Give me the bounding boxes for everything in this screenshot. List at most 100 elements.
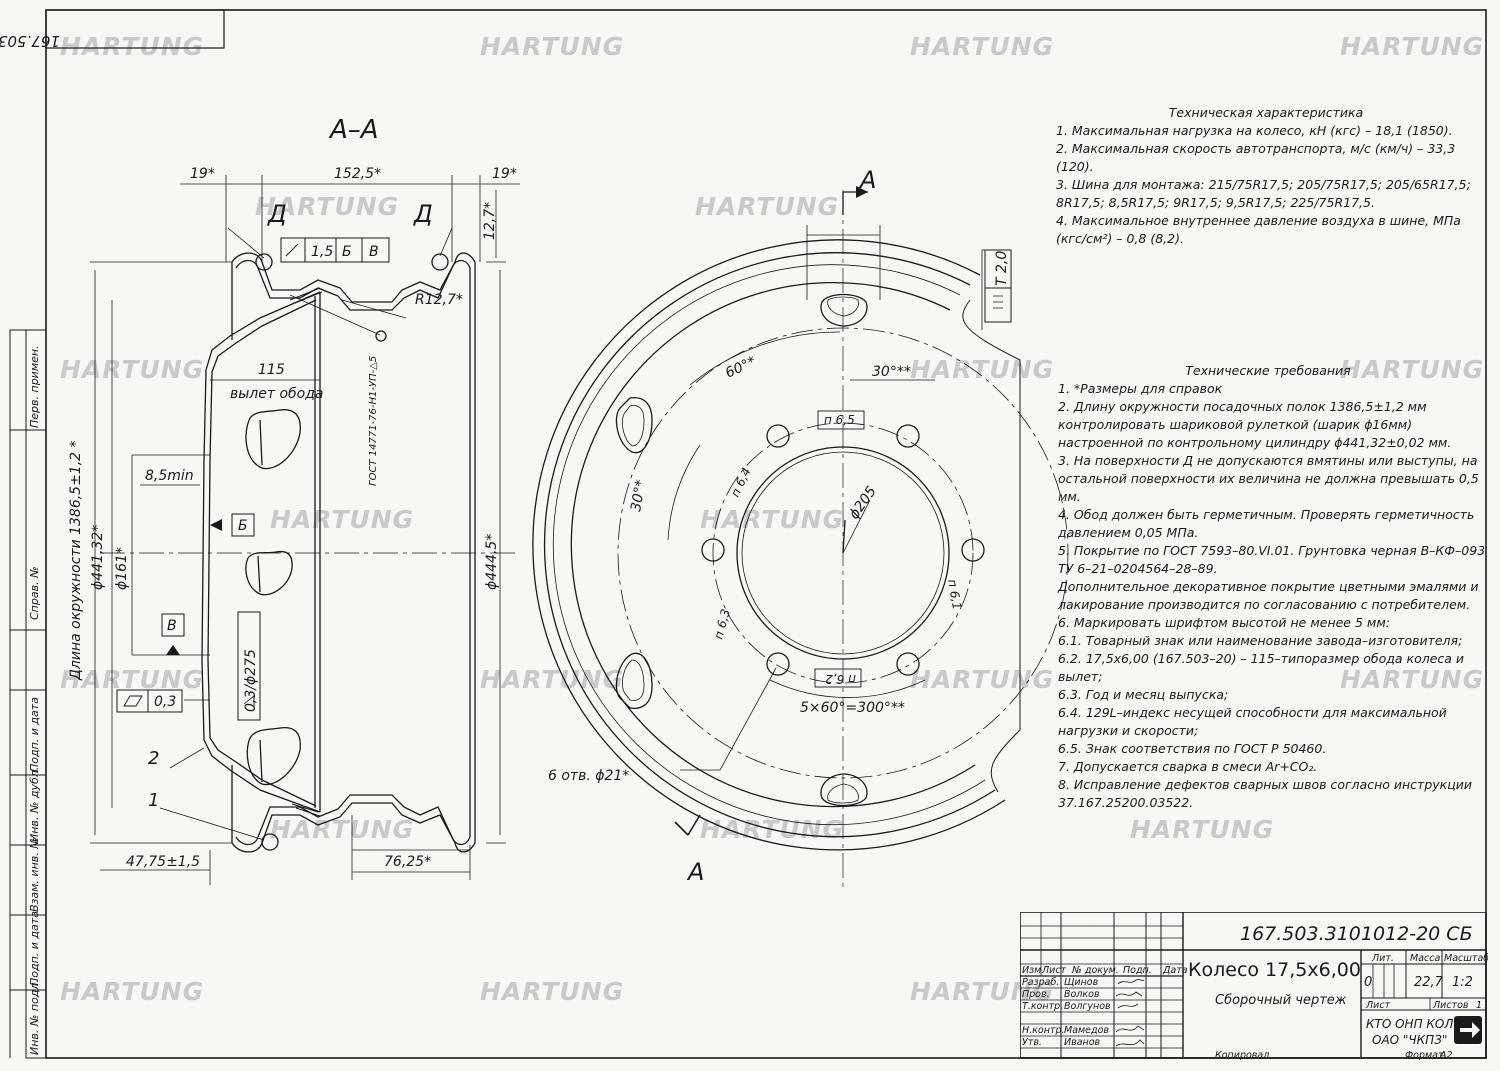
surface-d-left: Д: [267, 200, 287, 228]
tech-req-line: настроенной по контрольному цилиндру ϕ44…: [1058, 435, 1452, 450]
part-1: 1: [148, 790, 159, 811]
tb-person: Мамедов: [1064, 1025, 1109, 1036]
lit-value: 0: [1364, 975, 1372, 990]
tech-char-title: Техническая характеристика: [1168, 105, 1364, 120]
tech-char-line: (кгс/см²) – 0,8 (8,2).: [1056, 231, 1184, 246]
thickness-t20: Т 2,0: [994, 251, 1010, 286]
cut-a-top: А: [858, 166, 876, 194]
scale-value: 1:2: [1452, 975, 1473, 990]
watermark: HARTUNG: [1130, 815, 1274, 844]
tech-char-line: 2. Максимальная скорость автотранспорта,…: [1056, 141, 1456, 156]
sheet-frame: [9, 9, 1487, 1059]
tech-req-line: давлением 0,05 МПа.: [1058, 525, 1199, 540]
mass-header: Масса: [1410, 953, 1440, 964]
tech-req-line: 37.167.25200.03522.: [1058, 795, 1194, 810]
dim-19-right: 19*: [492, 166, 517, 182]
weld-gost: ГОСТ 14771-76-Н1-УП-△5: [368, 356, 379, 486]
tech-req-line: 8. Исправление дефектов сварных швов сог…: [1058, 777, 1472, 792]
tb-head-izm: Изм.: [1022, 965, 1044, 976]
watermark: HARTUNG: [255, 192, 399, 221]
vylet-label: вылет обода: [230, 386, 324, 402]
tech-req-line: 5. Покрытие по ГОСТ 7593–80.VI.01. Грунт…: [1058, 543, 1486, 558]
side-label: Инв. № дубл.: [28, 767, 41, 842]
watermark: HARTUNG: [270, 505, 414, 534]
tb-person: Волгунов: [1064, 1001, 1111, 1012]
tech-char-line: 8R17,5; 8,5R17,5; 9R17,5; 9,5R17,5; 225/…: [1056, 195, 1375, 210]
dim-19-left: 19*: [190, 166, 215, 182]
tb-role: Разраб.: [1022, 977, 1059, 988]
tb-head-podp: Подп.: [1123, 965, 1152, 976]
tech-req-line: остальной поверхности их величина не дол…: [1058, 471, 1479, 486]
watermark: HARTUNG: [910, 665, 1054, 694]
watermark: HARTUNG: [1340, 32, 1484, 61]
tech-characteristics: Техническая характеристика 1. Максимальн…: [1056, 104, 1476, 248]
tb-role: Н.контр.: [1022, 1025, 1065, 1036]
pos-6-2: п 6,2: [825, 672, 856, 686]
tech-req-line: 6. Маркировать шрифтом высотой не менее …: [1058, 615, 1390, 630]
tech-req-line: контролировать шариковой рулеткой (шарик…: [1058, 417, 1413, 432]
tech-char-line: 4. Максимальное внутреннее давление возд…: [1056, 213, 1461, 228]
lit-header: Лит.: [1371, 953, 1394, 964]
watermark: HARTUNG: [910, 32, 1054, 61]
section-labels: А–А 19* 152,5* 19* 12,7* Д Д 1,5 Б В R12…: [68, 115, 517, 870]
surface-d-right: Д: [413, 200, 433, 228]
datum-triangle-v: [166, 645, 180, 655]
tech-req-line: лакирование производится по согласованию…: [1058, 597, 1471, 612]
tech-req-line: мм.: [1058, 489, 1081, 504]
sheets-label: Листов: [1432, 1000, 1469, 1011]
section-view: [90, 175, 520, 885]
cut-arrow-top: [856, 186, 868, 198]
watermark: HARTUNG: [480, 32, 624, 61]
tb-role: Т.контр.: [1022, 1001, 1063, 1012]
tech-req-line: 6.1. Товарный знак или наименование заво…: [1058, 633, 1463, 648]
tech-char-line: 1. Максимальная нагрузка на колесо, кН (…: [1056, 123, 1453, 138]
datum-v-label: В: [167, 618, 177, 634]
tb-head-list: Лист: [1041, 965, 1067, 976]
watermark: HARTUNG: [910, 977, 1054, 1006]
tech-req-line: нагрузки и скорости;: [1058, 723, 1199, 738]
tol-box-datum-b: Б: [342, 244, 352, 260]
tb-person: Щинов: [1064, 977, 1099, 988]
sheet-label: Лист: [1365, 1000, 1391, 1011]
tb-person: Иванов: [1064, 1037, 1101, 1048]
tech-req-line: 7. Допускается сварка в смеси Ar+CO₂.: [1058, 759, 1318, 774]
tech-req-line: 6.5. Знак соответствия по ГОСТ Р 50460.: [1058, 741, 1327, 756]
angle-60: 60°*: [723, 354, 759, 382]
dim-76-25: 76,25*: [384, 854, 431, 870]
tb-head-date: Дата: [1162, 965, 1188, 976]
tech-req-line: 6.4. 129L–индекс несущей способности для…: [1058, 705, 1447, 720]
side-label: Подп. и дата: [28, 697, 41, 772]
flatness-box: 0,3/ϕ275: [243, 649, 259, 712]
scale-header: Масштаб: [1444, 953, 1488, 964]
watermark: HARTUNG: [700, 505, 844, 534]
org-line-1: КТО ОНП КОЛЦ: [1366, 1017, 1463, 1031]
tech-req-line: Дополнительное декоративное покрытие цве…: [1058, 579, 1479, 594]
pos-6-4: п 6,4: [728, 465, 754, 499]
watermark: HARTUNG: [910, 355, 1054, 384]
pos-6-5: п 6,5: [824, 413, 855, 427]
bolt-pattern: 5×60°=300°**: [800, 700, 905, 716]
mass-value: 22,7: [1414, 975, 1444, 990]
tb-head-doc: № докум.: [1071, 965, 1119, 976]
datum-triangle-b: [210, 519, 222, 531]
part-name: Колесо 17,5х6,00: [1188, 959, 1361, 981]
watermark: HARTUNG: [60, 977, 204, 1006]
doc-number: 167.503.3101012-20 СБ: [1240, 923, 1473, 945]
tb-role: Утв.: [1022, 1037, 1042, 1048]
side-strip: Перв. примен. Справ. № Подп. и дата Инв.…: [28, 345, 41, 1055]
dim-152-5: 152,5*: [334, 166, 381, 182]
tol-box-datum-v: В: [369, 244, 379, 260]
dim-161: ϕ161*: [114, 547, 130, 590]
tech-req-title: Технические требования: [1185, 363, 1351, 378]
tb-person: Волков: [1064, 989, 1100, 1000]
angle-30-top: 30°**: [872, 364, 911, 380]
datum-b-label: Б: [238, 518, 248, 534]
tb-role: Пров.: [1022, 989, 1050, 1000]
dim-115: 115: [258, 362, 285, 378]
side-label: Справ. №: [28, 566, 41, 620]
front-view: [532, 190, 1069, 890]
watermark: HARTUNG: [695, 192, 839, 221]
part-2: 2: [148, 748, 159, 769]
section-title: А–А: [328, 115, 379, 145]
watermark: HARTUNG: [480, 977, 624, 1006]
